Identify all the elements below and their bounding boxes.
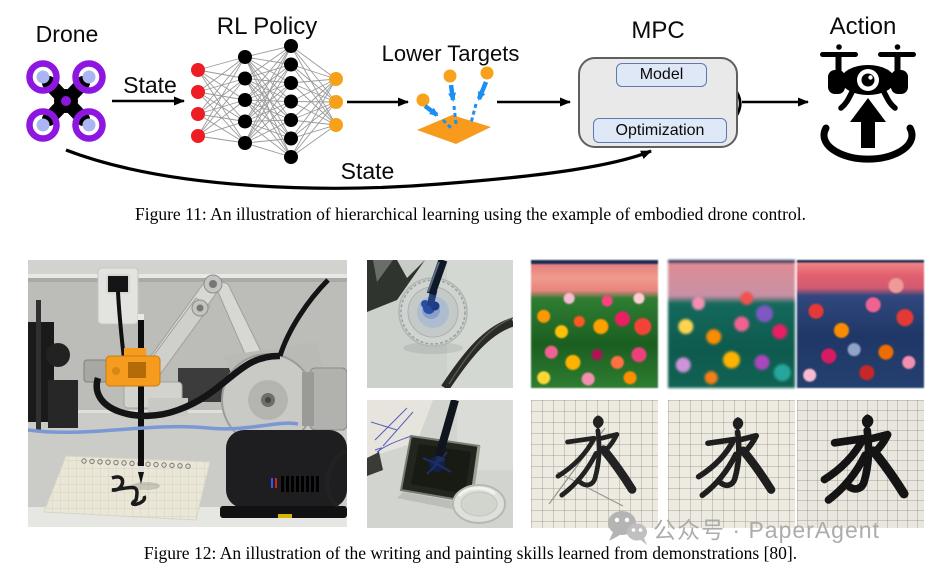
tulip-painting-3 <box>797 260 924 388</box>
state-feedback-arrow <box>65 148 652 190</box>
wechat-icon <box>608 511 647 545</box>
model-box: Model <box>616 63 707 87</box>
model-label: Model <box>639 66 684 83</box>
optimization-label: Optimization <box>615 121 705 139</box>
state-feedback-label: State <box>340 158 395 184</box>
calligraphy-yong-1 <box>531 400 658 528</box>
watermark: 公众号 · PaperAgent <box>606 508 880 548</box>
robot-arm-photo <box>28 260 347 527</box>
rl-policy-network <box>191 39 343 164</box>
figure11-diagram: Model Optimization Drone State RL Policy… <box>0 0 941 200</box>
action-drone-icon <box>820 44 916 163</box>
lower-targets-label: Lower Targets <box>381 41 520 66</box>
brush-ink-photo <box>367 400 513 528</box>
optimization-box: Optimization <box>593 118 727 143</box>
state-label: State <box>123 72 177 98</box>
drone-icon <box>26 60 106 142</box>
rl-policy-label: RL Policy <box>216 13 318 40</box>
brush-water-photo <box>367 260 513 388</box>
calligraphy-yong-3 <box>797 400 924 528</box>
mpc-label: MPC <box>631 17 685 44</box>
tulip-painting-2 <box>668 260 795 388</box>
watermark-text: 公众号 · PaperAgent <box>653 517 880 543</box>
figure11-caption: Figure 11: An illustration of hierarchic… <box>135 204 806 224</box>
action-label: Action <box>829 13 897 40</box>
lower-targets-icon <box>416 66 494 144</box>
figure12-caption: Figure 12: An illustration of the writin… <box>143 543 798 563</box>
calligraphy-yong-2 <box>668 400 795 528</box>
tulip-painting-1 <box>531 260 658 388</box>
figure11-graphics <box>26 39 916 190</box>
drone-label: Drone <box>35 21 99 47</box>
